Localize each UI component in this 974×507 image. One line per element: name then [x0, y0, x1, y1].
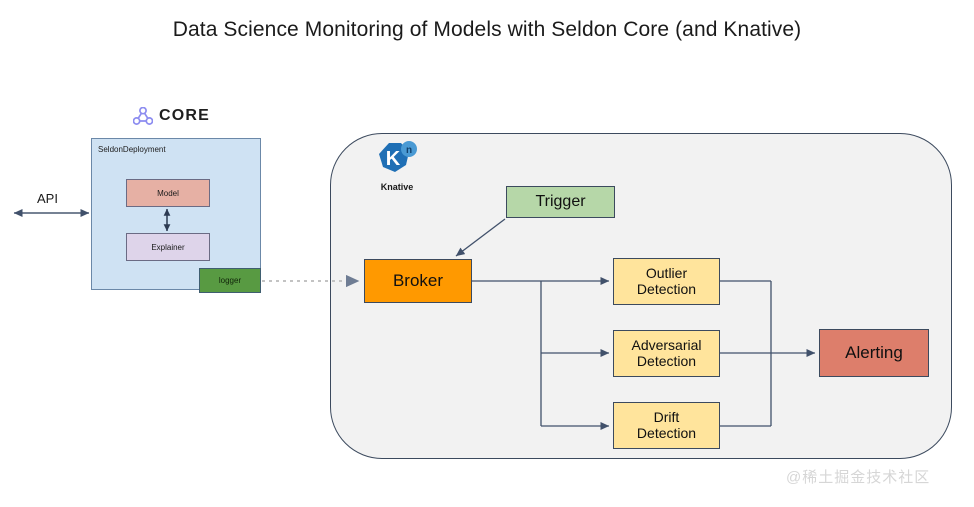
alerting-node[interactable]: Alerting: [819, 329, 929, 377]
seldon-trefoil-icon: [133, 107, 153, 125]
outlier-detection-node[interactable]: Outlier Detection: [613, 258, 720, 305]
drift-label-line2: Detection: [636, 424, 697, 441]
model-box[interactable]: Model: [126, 179, 210, 207]
knative-logo-label: Knative: [380, 182, 414, 192]
drift-label-line1: Drift: [653, 408, 680, 425]
svg-text:K: K: [386, 148, 401, 170]
outlier-label-line1: Outlier: [645, 264, 688, 281]
seldon-core-logo: CORE: [133, 107, 210, 125]
seldon-deployment-panel[interactable]: [91, 138, 261, 290]
explainer-box[interactable]: Explainer: [126, 233, 210, 261]
knative-logo: K n Knative: [368, 140, 426, 196]
watermark: @稀土掘金技术社区: [786, 469, 931, 486]
svg-text:n: n: [406, 145, 412, 156]
logger-box[interactable]: logger: [199, 268, 261, 293]
api-label: API: [37, 191, 58, 206]
page-title: Data Science Monitoring of Models with S…: [172, 18, 802, 41]
trigger-node[interactable]: Trigger: [506, 186, 615, 218]
broker-node[interactable]: Broker: [364, 259, 472, 303]
model-explainer-arrow: [163, 208, 171, 232]
drift-detection-node[interactable]: Drift Detection: [613, 402, 720, 449]
adversarial-label-line2: Detection: [636, 352, 697, 369]
outlier-label-line2: Detection: [636, 280, 697, 297]
seldon-core-wordmark: CORE: [159, 107, 211, 124]
adversarial-detection-node[interactable]: Adversarial Detection: [613, 330, 720, 377]
adversarial-label-line1: Adversarial: [631, 336, 702, 353]
knative-mark-icon: K n: [379, 141, 417, 172]
seldon-deployment-label: SeldonDeployment: [98, 145, 166, 154]
